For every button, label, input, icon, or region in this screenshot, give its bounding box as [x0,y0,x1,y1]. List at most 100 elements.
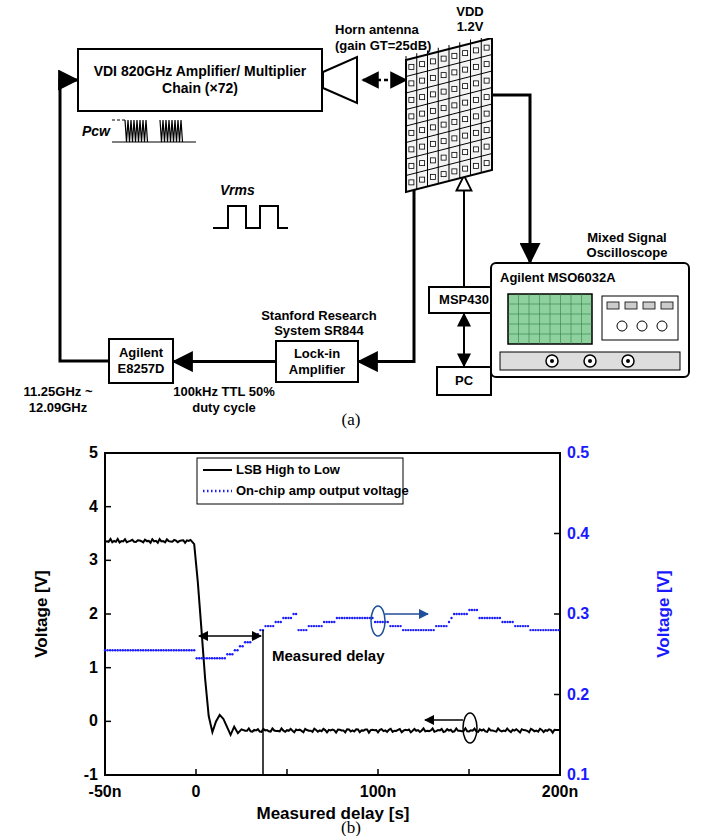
pixel-cell [484,78,489,83]
amp-output-dot [277,621,279,623]
amp-output-dot [427,629,429,631]
amp-output-dot [417,629,419,631]
knob [657,321,667,331]
amp-output-dot [300,629,302,631]
pixel-cell [409,64,414,69]
amp-output-dot [310,625,312,627]
pixel-cell [441,106,446,111]
pixel-cell [484,95,489,100]
pixel-cell [420,62,425,67]
annotation-label: 11.25GHz ~ 12.09GHz [12,384,104,415]
chip-outline [406,38,492,192]
amp-output-dot [514,625,516,627]
pixel-cell [473,130,478,135]
instrument-box: Agilent E8257D [108,338,174,384]
chip-pin [459,42,460,46]
tick [377,769,379,775]
knob [546,355,558,367]
amp-output-dot [183,649,185,651]
amp-output-dot [104,649,106,651]
amp-output-dot [534,629,536,631]
pixel-cell [420,128,425,133]
amp-output-dot [259,629,261,631]
screen-grid [508,334,592,335]
amp-output-dot [547,629,549,631]
amp-output-dot [234,649,236,651]
amp-output-dot [343,617,345,619]
amp-output-dot [170,649,172,651]
heading-label: VDD 1.2V [450,4,490,35]
tick [105,774,111,776]
grid-line [459,46,460,178]
amp-output-dot [269,625,271,627]
axis-label: Measured delay [s] [256,804,409,824]
front-strip [500,352,680,370]
pixel-cell [420,111,425,116]
amp-output-dot [405,629,407,631]
button [661,302,673,309]
amp-output-dot [318,625,320,627]
delay-arrow [199,635,261,637]
pixel-cell [430,92,435,97]
screen-grid [571,294,572,344]
amp-output-dot [190,649,192,651]
amp-output-dot [229,653,231,655]
amp-output-dot [430,629,432,631]
tick [554,613,560,615]
pixel-cell [430,158,435,163]
amp-output-dot [402,629,404,631]
pixel-cell [463,51,468,56]
amp-output-dot [221,657,223,659]
amp-output-dot [399,625,401,627]
tick-label: 5 [89,443,98,462]
axis-label: Voltage [V] [32,570,52,658]
pixel-cell [420,78,425,83]
amp-output-dot [157,649,159,651]
tick [105,560,111,562]
amp-output-dot [239,645,241,647]
pixel-cell [441,139,446,144]
amp-output-dot [440,625,442,627]
amp-output-dot [267,625,269,627]
curves [104,539,560,735]
amp-output-dot [203,657,205,659]
pixel-cell [484,144,489,149]
amp-output-dot [425,629,427,631]
amp-output-dot [257,633,259,635]
pixel-cell [463,84,468,89]
box-label: Agilent MSO6032A [500,270,616,286]
chip-pin [470,40,471,44]
amp-output-dot [356,617,358,619]
pixel-cell [430,59,435,64]
amp-output-dot [226,653,228,655]
pixel-cell [409,114,414,119]
pixel-cell [484,111,489,116]
amp-output-dot [134,649,136,651]
chip-pin [449,45,450,49]
annotation-ellipse [371,606,385,636]
knob [588,359,592,363]
amp-output-dot [193,649,195,651]
control-panel [602,296,678,340]
axis-label: (b) [341,818,361,836]
amp-output-dot [392,625,394,627]
screen-grid [550,294,551,344]
amp-output-dot [142,649,144,651]
chip-pin [438,48,439,52]
amp-output-dot [109,649,111,651]
pixel-cell [441,155,446,160]
annotation-label: Pcw [82,123,110,140]
pixel-cell [463,117,468,122]
tick-label: 2 [89,604,98,623]
amp-output-dot [145,649,147,651]
pixel-cell [452,152,457,157]
chip-pin [416,53,417,57]
chip-array: VDD 1.2V [400,38,500,194]
amp-output-dot [555,629,557,631]
amp-output-dot [463,613,465,615]
lsb-curve [105,539,560,735]
pixel-cell [420,177,425,182]
amp-output-dot [178,649,180,651]
pixel-cell [420,144,425,149]
